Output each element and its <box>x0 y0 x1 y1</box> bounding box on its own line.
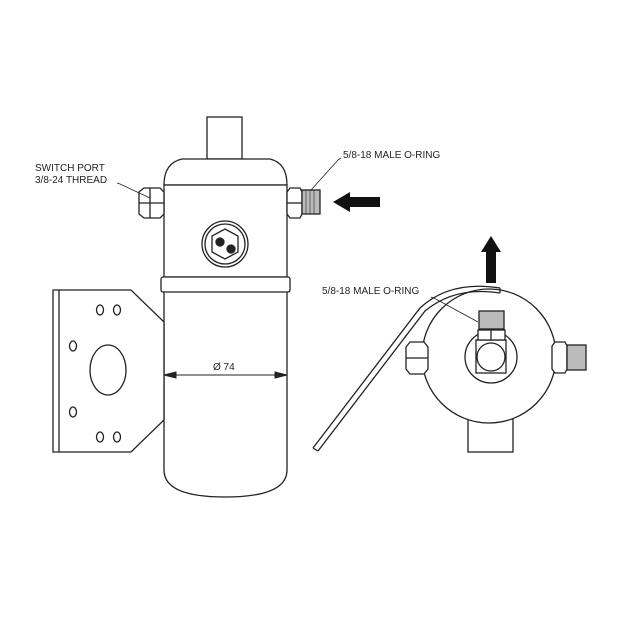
inlet-fitting <box>286 187 321 219</box>
center-fitting <box>464 310 518 384</box>
top-stem <box>206 116 243 160</box>
switch-port-thread-label: 3/8-24 THREAD <box>35 175 108 186</box>
outlet-arrow-icon <box>481 236 501 283</box>
upper-body <box>163 184 288 278</box>
lower-body <box>163 292 288 498</box>
diameter-label: Ø 74 <box>213 362 235 373</box>
outlet-fitting-label: 5/8-18 MALE O-RING <box>322 286 420 297</box>
right-fitting <box>551 341 587 374</box>
sight-glass <box>201 220 249 268</box>
bottom-fitting <box>467 418 514 453</box>
band <box>160 276 291 293</box>
left-fitting <box>405 341 429 375</box>
diameter-dimension <box>163 371 288 379</box>
bracket-strap <box>312 285 501 452</box>
front-view <box>116 116 380 498</box>
inlet-fitting-label: 5/8-18 MALE O-RING <box>343 150 441 161</box>
mounting-bracket <box>52 289 165 453</box>
dome <box>163 158 288 186</box>
switch-port-label: SWITCH PORT <box>35 163 105 174</box>
top-view <box>312 236 587 453</box>
switch-port-fitting <box>138 187 165 219</box>
inlet-arrow-icon <box>333 192 380 212</box>
